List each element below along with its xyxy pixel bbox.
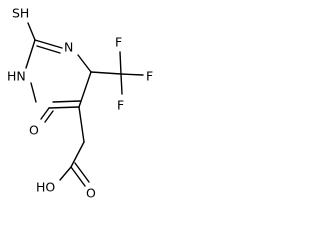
atom-label-f-top: F: [115, 35, 122, 50]
atom-label-nh: HN: [7, 69, 26, 84]
bond-n1-c2: [25, 39, 36, 69]
atom-label-o-keto: O: [29, 123, 39, 138]
atom-label-oh: HO: [36, 180, 55, 195]
bond-cf3-f-bottom: [120, 73, 123, 95]
bond-cooh-oh: [59, 166, 72, 181]
bond-c4-cf3: [90, 71, 122, 75]
bond-n3-c4: [77, 54, 92, 73]
bond-cooh-o-double-b: [74, 162, 90, 183]
bond-c4-c5: [78, 71, 92, 108]
atom-label-n-ring: N: [64, 40, 73, 55]
bond-c2-s: [27, 22, 36, 41]
structure-diagram: SH N HN O F F F HO O: [7, 6, 153, 201]
atom-label-f-bottom: F: [117, 98, 124, 113]
bond-c2-n3: [34, 39, 63, 49]
bond-c6-o: [40, 107, 50, 120]
bond-c5-c6-double: [52, 100, 81, 103]
atom-label-sh: SH: [12, 6, 29, 21]
bond-c6-n1: [30, 82, 37, 103]
bond-cf3-f-top: [119, 51, 122, 75]
bond-c2-n3-double: [36, 45, 61, 54]
atom-label-f-right: F: [146, 69, 153, 84]
bond-cooh-o-double-a: [70, 166, 86, 187]
bond-c5-c6: [48, 106, 80, 109]
bond-cf3-f-right: [120, 73, 144, 76]
atom-label-o-acid: O: [86, 186, 96, 201]
bond-c6-o-double: [44, 110, 54, 123]
bond-c5-ch2: [78, 106, 85, 143]
bond-ch2-cooh: [70, 141, 85, 168]
